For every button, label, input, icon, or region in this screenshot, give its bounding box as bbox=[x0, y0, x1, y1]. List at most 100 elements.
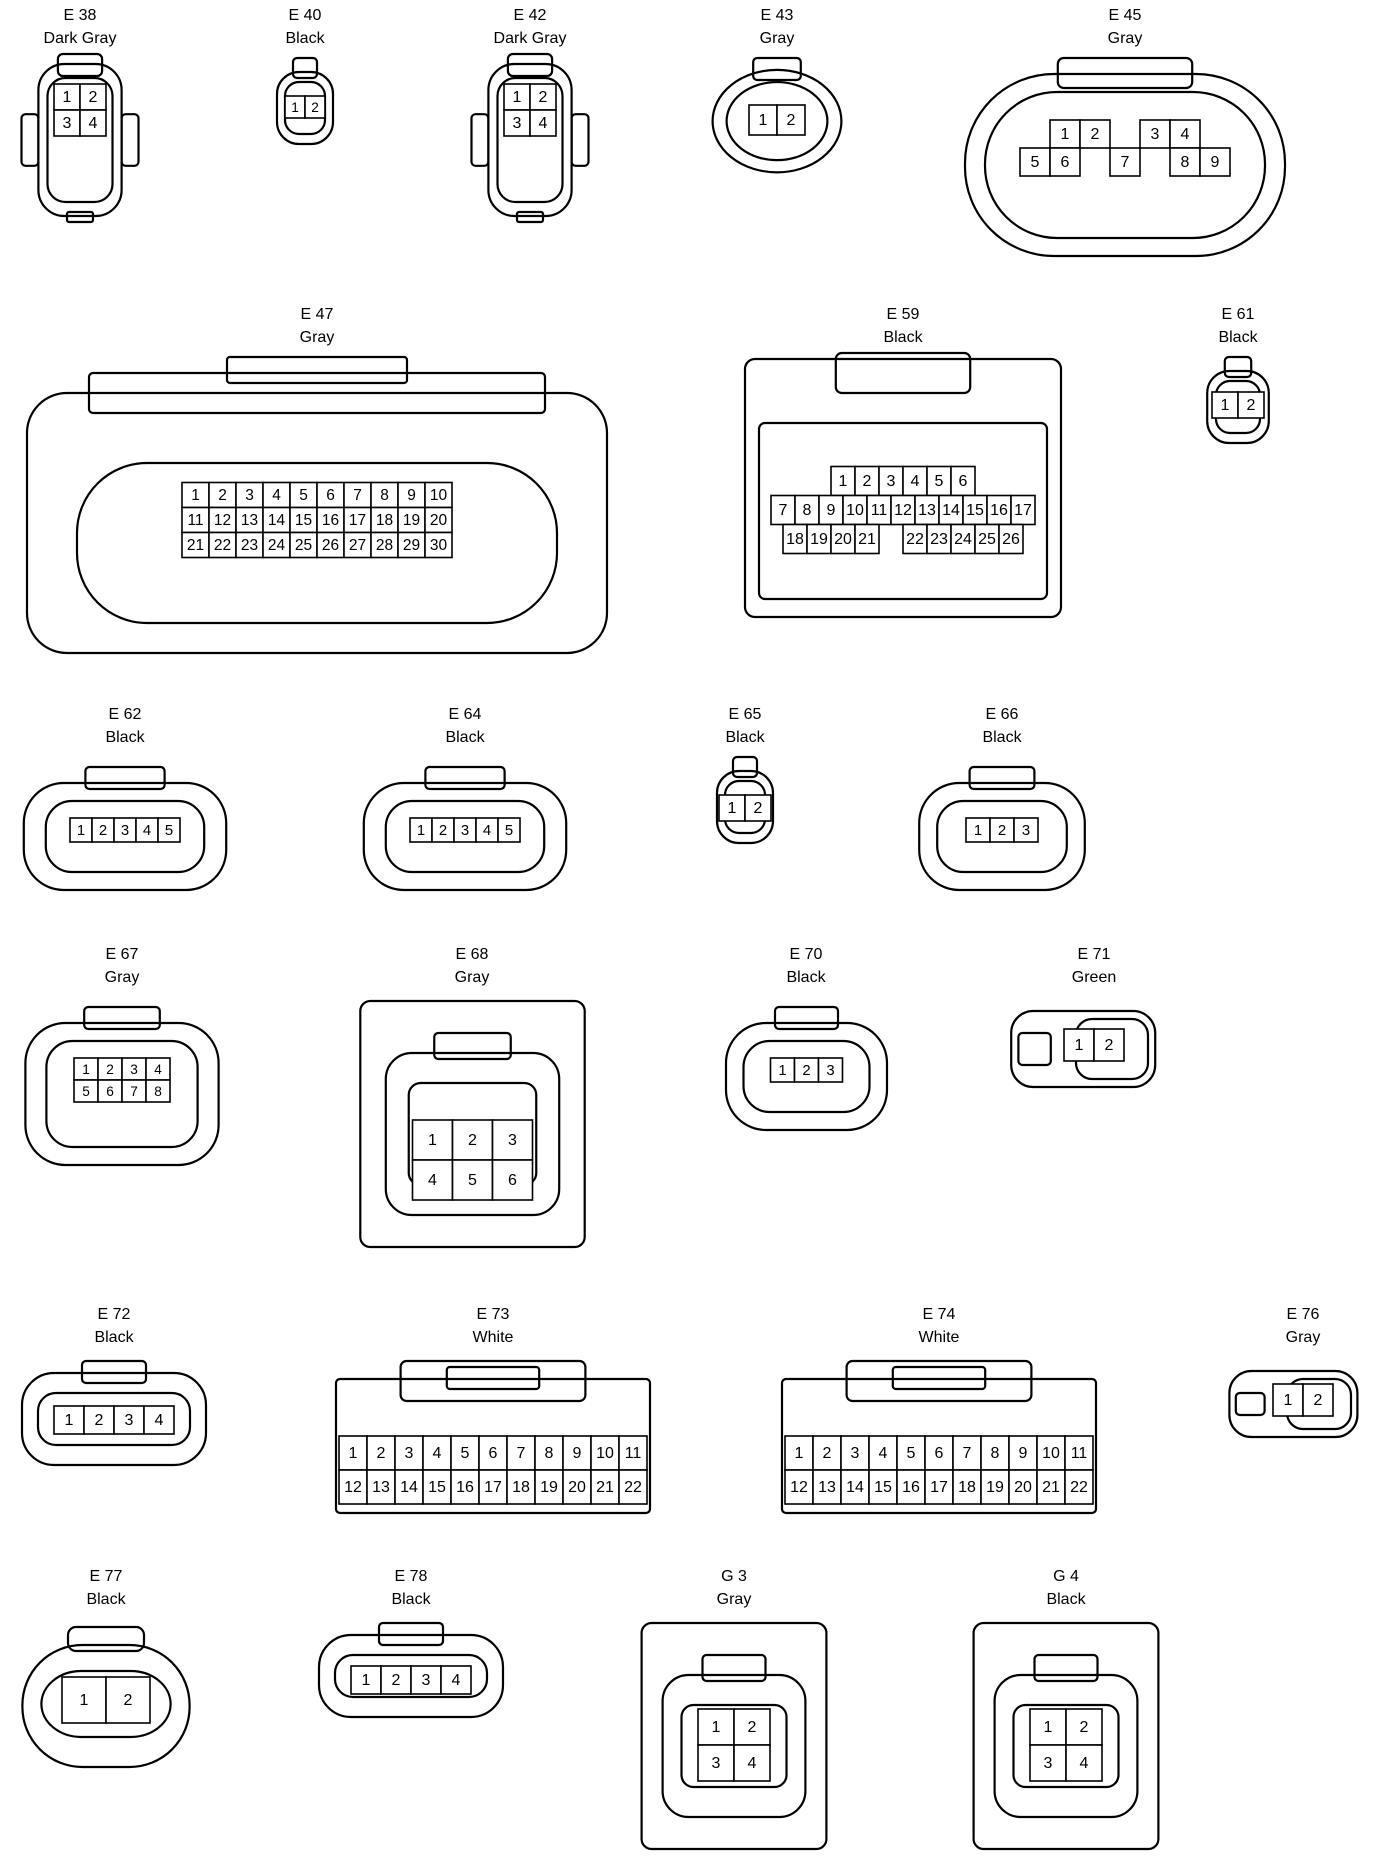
pin-number: 28 bbox=[376, 537, 393, 554]
pin-number: 2 bbox=[124, 1692, 133, 1709]
connector-color-label: Black bbox=[982, 729, 1022, 746]
pin-cell: 2 bbox=[529, 83, 557, 111]
pin-number: 18 bbox=[958, 1479, 976, 1496]
pin-number: 1 bbox=[349, 1445, 358, 1462]
pin-number: 7 bbox=[963, 1445, 972, 1462]
pin-number: 1 bbox=[795, 1445, 804, 1462]
pin-cell: 3 bbox=[394, 1435, 424, 1471]
connector-id-label: E 64 bbox=[448, 706, 482, 723]
pin-cell: 1 bbox=[181, 481, 210, 509]
pin-cell: 19 bbox=[534, 1469, 564, 1505]
pin-cell: 23 bbox=[235, 531, 264, 559]
pin-number: 3 bbox=[63, 115, 72, 132]
pin-number: 12 bbox=[790, 1479, 808, 1496]
pin-number: 2 bbox=[1105, 1037, 1114, 1054]
pin-cell: 2 bbox=[1237, 391, 1265, 419]
pin-number: 4 bbox=[143, 823, 151, 839]
pin-number: 19 bbox=[986, 1479, 1004, 1496]
pin-number: 2 bbox=[95, 1412, 104, 1429]
pin-cell: 13 bbox=[914, 494, 940, 526]
pin-cell: 15 bbox=[868, 1469, 898, 1505]
pin-number: 1 bbox=[77, 823, 85, 839]
pin-cell: 20 bbox=[1008, 1469, 1038, 1505]
pin-number: 15 bbox=[295, 512, 312, 529]
pin-number: 17 bbox=[349, 512, 366, 529]
pin-cell: 19 bbox=[980, 1469, 1010, 1505]
pin-cell: 22 bbox=[1064, 1469, 1094, 1505]
pin-number: 8 bbox=[1181, 154, 1190, 171]
pin-cell: 4 bbox=[262, 481, 291, 509]
connector-id-label: E 76 bbox=[1286, 1306, 1320, 1323]
pin-cell: 9 bbox=[562, 1435, 592, 1471]
pin-number: 3 bbox=[1022, 823, 1030, 839]
pin-cell: 1 bbox=[1063, 1028, 1095, 1062]
pin-number: 21 bbox=[596, 1479, 614, 1496]
pin-number: 6 bbox=[508, 1172, 517, 1189]
connector-id-label: E 38 bbox=[63, 7, 97, 24]
connector-id-label: E 47 bbox=[300, 306, 334, 323]
pin-number: 16 bbox=[322, 512, 339, 529]
pin-cell: 2 bbox=[1302, 1383, 1334, 1417]
pin-number: 25 bbox=[295, 537, 312, 554]
pin-cell: 17 bbox=[478, 1469, 508, 1505]
pin-number: 20 bbox=[430, 512, 448, 529]
pin-number: 9 bbox=[1211, 154, 1220, 171]
pin-cell: 15 bbox=[289, 506, 318, 534]
pin-number: 3 bbox=[513, 115, 522, 132]
pin-cell: 22 bbox=[618, 1469, 648, 1505]
pin-number: 1 bbox=[1061, 126, 1070, 143]
pin-number: 19 bbox=[403, 512, 420, 529]
pin-number: 4 bbox=[1080, 1755, 1089, 1772]
pin-cell: 9 bbox=[1008, 1435, 1038, 1471]
pin-cell: 2 bbox=[79, 83, 107, 111]
pin-cell: 1 bbox=[411, 1119, 453, 1161]
pin-cell: 1 bbox=[69, 817, 93, 843]
pin-cell: 16 bbox=[986, 494, 1012, 526]
pin-number: 17 bbox=[930, 1479, 948, 1496]
connector-housing-shape bbox=[20, 1359, 208, 1467]
pin-cell: 10 bbox=[1036, 1435, 1066, 1471]
pin-number: 8 bbox=[154, 1084, 162, 1099]
pin-number: 8 bbox=[991, 1445, 1000, 1462]
pin-cell: 3 bbox=[453, 817, 477, 843]
connector-color-label: Black bbox=[105, 729, 145, 746]
pin-number: 17 bbox=[1014, 502, 1032, 519]
pin-number: 3 bbox=[461, 823, 469, 839]
pin-cell: 1 bbox=[769, 1057, 795, 1083]
pin-number: 3 bbox=[851, 1445, 860, 1462]
pin-cell: 1 bbox=[965, 817, 991, 843]
pin-number: 24 bbox=[268, 537, 286, 554]
pin-cell: 3 bbox=[840, 1435, 870, 1471]
pin-cell: 4 bbox=[475, 817, 499, 843]
pin-cell: 5 bbox=[497, 817, 521, 843]
pin-number: 2 bbox=[89, 89, 98, 106]
pin-cell: 2 bbox=[208, 481, 237, 509]
pin-number: 2 bbox=[311, 100, 319, 115]
pin-cell: 24 bbox=[262, 531, 291, 559]
pin-cell: 18 bbox=[506, 1469, 536, 1505]
connector-color-label: Black bbox=[445, 729, 485, 746]
pin-number: 29 bbox=[403, 537, 420, 554]
pin-number: 3 bbox=[1151, 126, 1160, 143]
pin-number: 3 bbox=[826, 1063, 834, 1079]
pin-cell: 8 bbox=[145, 1079, 171, 1103]
connector-color-label: Black bbox=[725, 729, 765, 746]
pin-number: 3 bbox=[121, 823, 129, 839]
pin-number: 1 bbox=[65, 1412, 74, 1429]
pin-cell: 1 bbox=[53, 83, 81, 111]
connector-housing-shape bbox=[317, 1621, 505, 1719]
pin-cell: 7 bbox=[121, 1079, 147, 1103]
pin-cell: 10 bbox=[590, 1435, 620, 1471]
connector-housing-shape bbox=[918, 765, 1086, 892]
pin-cell: 27 bbox=[343, 531, 372, 559]
pin-cell: 9 bbox=[1199, 147, 1231, 177]
